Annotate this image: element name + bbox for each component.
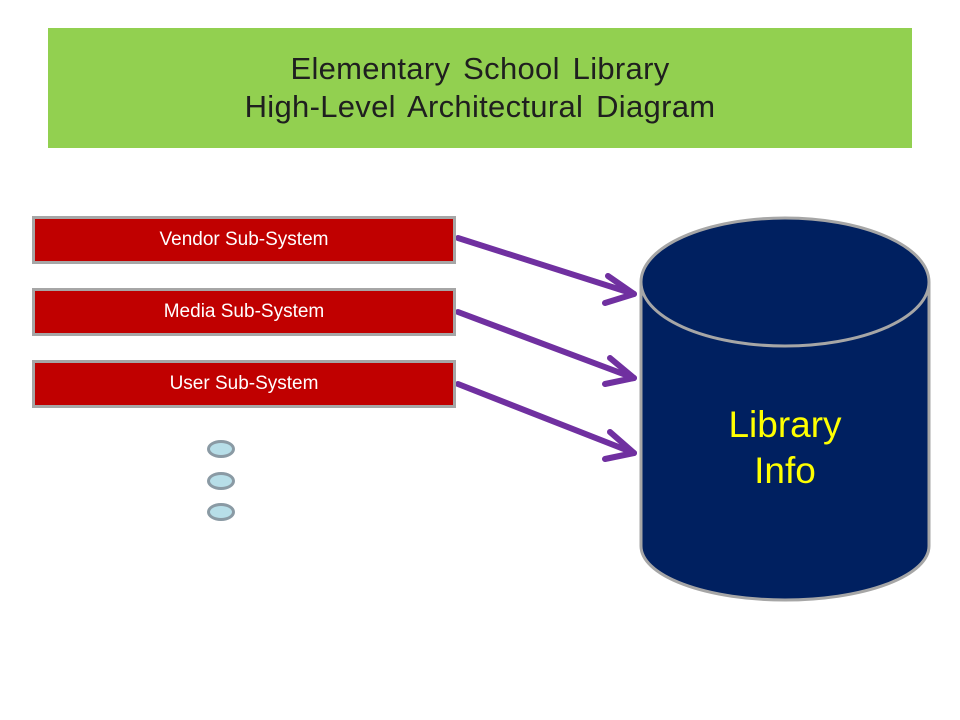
media-subsystem-box: Media Sub-System xyxy=(32,288,456,336)
title-line-1: Elementary School Library xyxy=(290,51,670,86)
database-label-line-1: Library xyxy=(728,404,842,445)
library-info-database xyxy=(639,216,931,602)
vendor-subsystem-box: Vendor Sub-System xyxy=(32,216,456,264)
database-label-line-2: Info xyxy=(754,450,816,491)
ellipsis-dot xyxy=(207,503,235,521)
arrow-vendor-to-database xyxy=(455,235,637,306)
arrow-media-to-database xyxy=(455,309,637,387)
user-subsystem-label: User Sub-System xyxy=(169,373,319,394)
database-label: Library Info xyxy=(640,402,930,494)
media-subsystem-label: Media Sub-System xyxy=(163,301,325,322)
vendor-subsystem-label: Vendor Sub-System xyxy=(159,229,329,250)
title-line-2: High-Level Architectural Diagram xyxy=(244,89,716,124)
arrow-user-to-database xyxy=(455,381,637,462)
user-subsystem-box: User Sub-System xyxy=(32,360,456,408)
title-banner: Elementary School Library High-Level Arc… xyxy=(48,28,912,148)
database-cylinder-body xyxy=(639,282,931,602)
ellipsis-dot xyxy=(207,472,235,490)
database-cylinder-top xyxy=(639,216,931,348)
ellipsis-dot xyxy=(207,440,235,458)
